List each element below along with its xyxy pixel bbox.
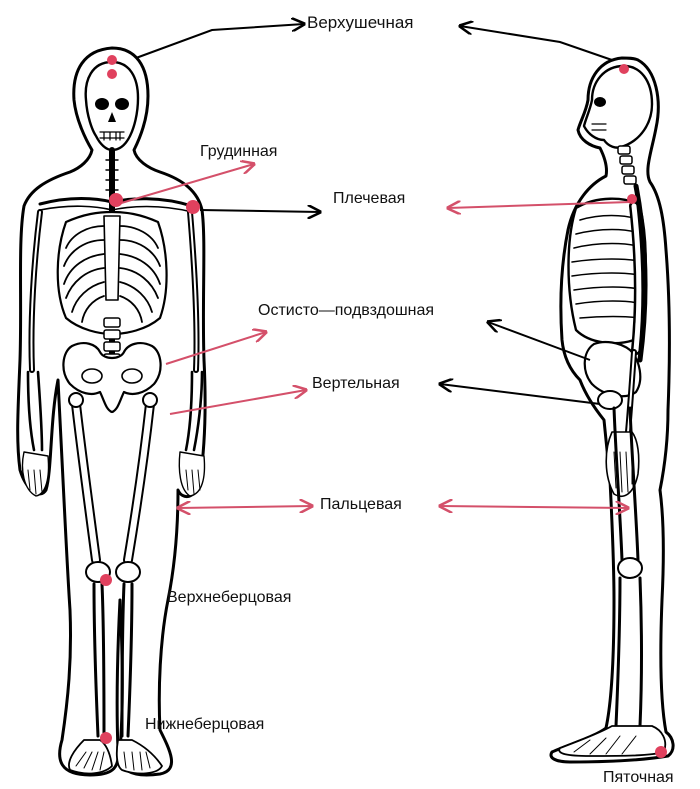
- front-skeleton: [18, 48, 206, 775]
- arrow-trochanter-side: [440, 384, 600, 404]
- label-shoulder: Плечевая: [333, 190, 405, 208]
- arrow-finger-side: [440, 506, 628, 508]
- arrow-vertex-front: [136, 24, 304, 58]
- point-lower-tibial: [100, 732, 112, 744]
- point-shoulder-side: [627, 194, 637, 204]
- point-upper-tibial: [100, 574, 112, 586]
- label-vertex: Верхушечная: [307, 14, 414, 32]
- point-sternal: [109, 193, 123, 207]
- side-body-outline: [551, 58, 673, 762]
- point-vertex-front-2: [107, 69, 117, 79]
- label-iliac: Остисто—подвздошная: [258, 302, 434, 320]
- side-skeleton: [551, 58, 673, 762]
- label-heel: Пяточная: [603, 769, 674, 787]
- label-trochanter: Вертельная: [312, 375, 400, 393]
- label-lower-tibial: Нижнеберцовая: [145, 716, 264, 734]
- arrow-vertex-side: [460, 26, 612, 60]
- label-upper-tibial: Верхнеберцовая: [167, 589, 291, 607]
- arrow-shoulder-front: [200, 210, 320, 212]
- point-vertex-side: [619, 64, 629, 74]
- point-shoulder-front: [186, 200, 200, 214]
- label-finger: Пальцевая: [320, 496, 402, 514]
- label-sternal: Грудинная: [200, 143, 277, 161]
- arrow-finger-front: [178, 506, 312, 508]
- point-heel: [655, 746, 667, 758]
- point-vertex-front: [107, 55, 117, 65]
